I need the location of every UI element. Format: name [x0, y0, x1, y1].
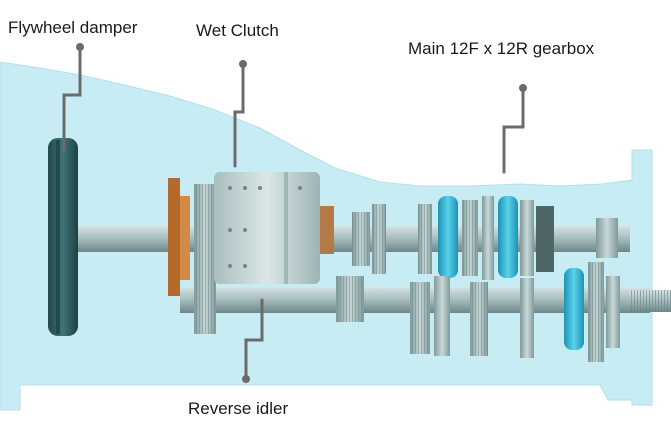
leader-wet-clutch: [233, 62, 245, 168]
label-wet-clutch: Wet Clutch: [196, 21, 279, 40]
label-flywheel-damper: Flywheel damper: [8, 18, 138, 37]
gear: [520, 200, 534, 276]
gear: [520, 278, 534, 358]
gear: [482, 196, 494, 280]
leader-main-gearbox: [502, 86, 525, 174]
friction-plate: [168, 178, 180, 296]
gear: [536, 206, 554, 272]
leader-lines: [62, 45, 525, 381]
gear: [606, 276, 620, 348]
synchronizer: [498, 196, 518, 278]
leader-reverse-idler: [244, 298, 264, 381]
label-reverse-idler: Reverse idler: [188, 399, 289, 418]
leader-dots: [76, 43, 527, 383]
wet-clutch-drum: [214, 172, 320, 284]
label-main-gearbox: Main 12F x 12R gearbox: [408, 39, 595, 58]
synchronizer: [564, 268, 584, 350]
flywheel-damper-disc: [48, 138, 78, 336]
synchronizer: [438, 196, 458, 278]
gear: [434, 276, 450, 356]
gear: [596, 218, 618, 258]
leader-flywheel-damper: [62, 45, 82, 152]
